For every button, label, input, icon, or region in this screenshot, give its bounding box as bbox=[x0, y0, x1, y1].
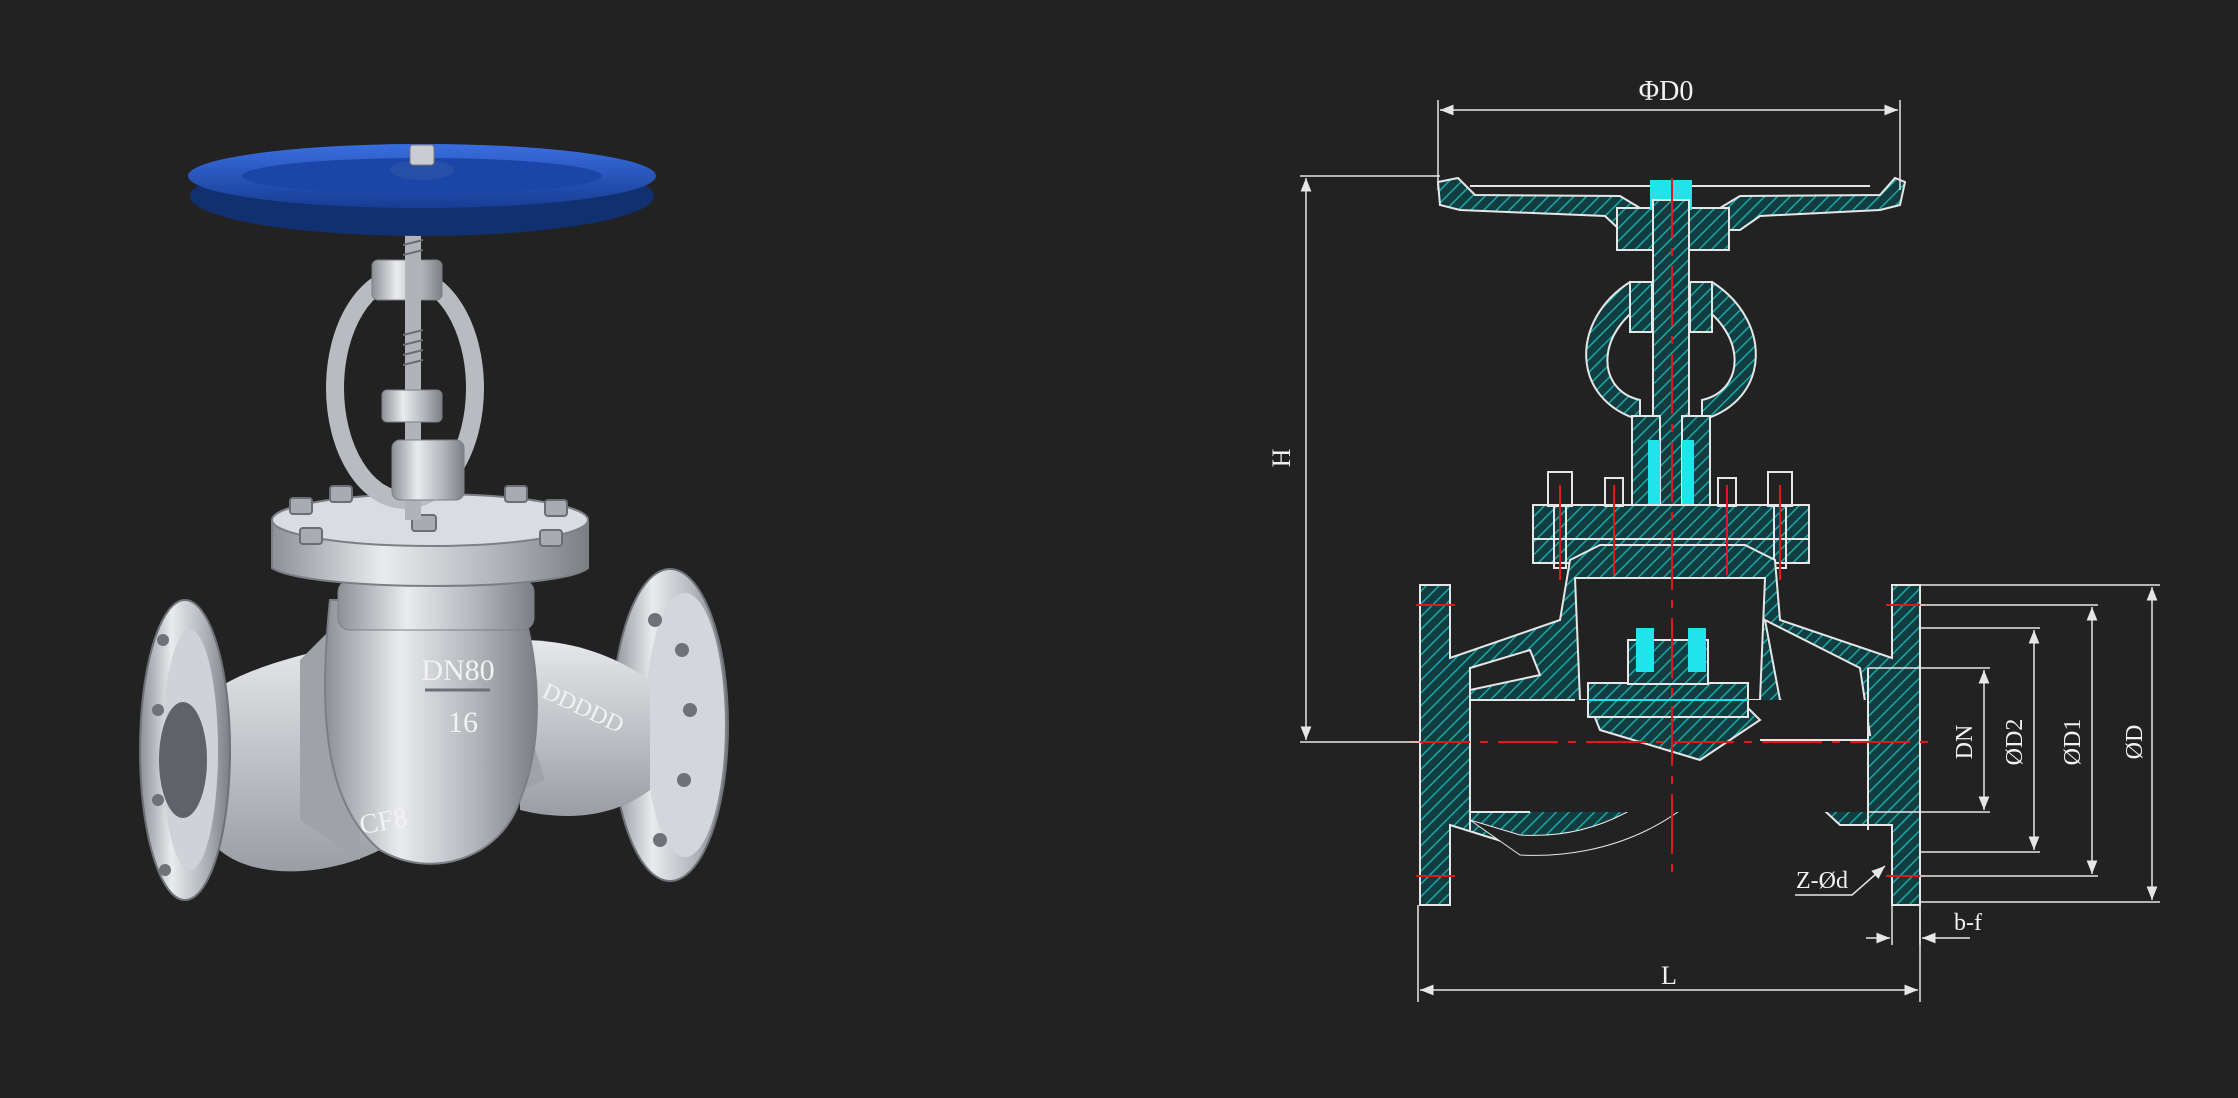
label-length: L bbox=[1661, 961, 1677, 990]
label-d2: ØD2 bbox=[2002, 719, 2028, 766]
label-handwheel-diameter: ΦD0 bbox=[1639, 76, 1694, 107]
body-mark-pressure: 16 bbox=[448, 706, 478, 739]
label-d1: ØD1 bbox=[2060, 719, 2086, 766]
right-flange bbox=[611, 568, 729, 882]
body-section bbox=[1419, 544, 1921, 906]
label-d: ØD bbox=[2122, 725, 2148, 760]
valve-photo: DN80 16 CF8 DDDDD bbox=[139, 144, 729, 901]
valve-body bbox=[324, 599, 538, 865]
outlet-neck bbox=[520, 640, 650, 816]
label-bolt-holes: Z-Ød bbox=[1796, 868, 1848, 894]
bonnet-neck bbox=[337, 579, 535, 631]
body-mark-size: DN80 bbox=[421, 654, 494, 687]
left-flange bbox=[139, 599, 231, 901]
section-drawing: ΦD0 H L DN ØD2 ØD1 ØD Z-Ød b-f bbox=[1267, 76, 2160, 1002]
dimension-lines bbox=[1300, 100, 2160, 1002]
centerlines bbox=[1410, 178, 1932, 880]
label-height: H bbox=[1267, 448, 1296, 467]
handwheel bbox=[188, 144, 656, 236]
label-nominal-diameter: DN bbox=[1952, 725, 1978, 760]
label-flange-thickness: b-f bbox=[1954, 910, 1982, 936]
bonnet-bolts bbox=[289, 485, 568, 547]
